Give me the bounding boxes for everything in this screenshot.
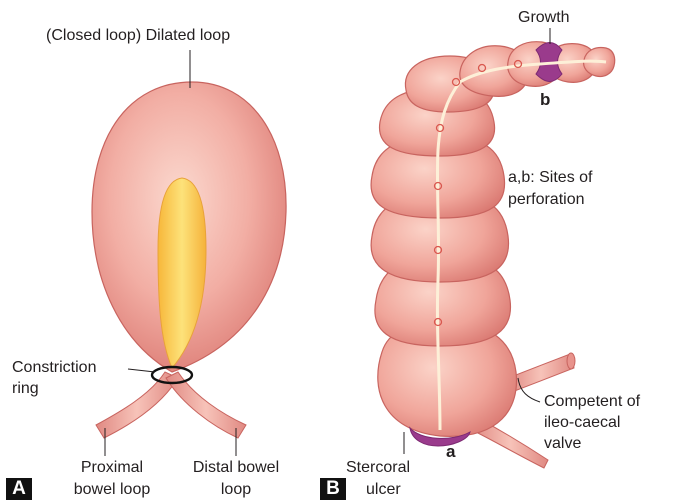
panel-a-illustration: [92, 50, 286, 456]
ileum-end: [567, 353, 575, 369]
proximal-loop-label-line1: Proximal: [50, 458, 174, 478]
competent-label-line1: Competent of: [544, 392, 640, 412]
sites-caption-line2: perforation: [508, 190, 585, 210]
sites-caption-line1: a,b: Sites of: [508, 168, 593, 188]
distal-loop-label-line1: Distal bowel: [172, 458, 300, 478]
constriction-ring-label-line1: Constriction: [12, 358, 96, 378]
competent-label-line3: valve: [544, 434, 581, 454]
site-b-label: b: [540, 90, 550, 110]
ileum: [508, 354, 574, 392]
site-a-label: a: [446, 442, 455, 462]
competent-label-line2: ileo-caecal: [544, 413, 620, 433]
constriction-ring-label-line2: ring: [12, 379, 39, 399]
panel-b-tag: B: [320, 478, 346, 500]
leader-constriction: [128, 369, 155, 372]
growth-label: Growth: [518, 8, 570, 28]
stercoral-label-line2: ulcer: [366, 480, 401, 500]
dilated-loop-label: (Closed loop) Dilated loop: [46, 26, 230, 46]
stercoral-label-line1: Stercoral: [346, 458, 410, 478]
proximal-loop-label-line2: bowel loop: [50, 480, 174, 500]
panel-a-tag: A: [6, 478, 32, 500]
distal-loop-label-line2: loop: [172, 480, 300, 500]
